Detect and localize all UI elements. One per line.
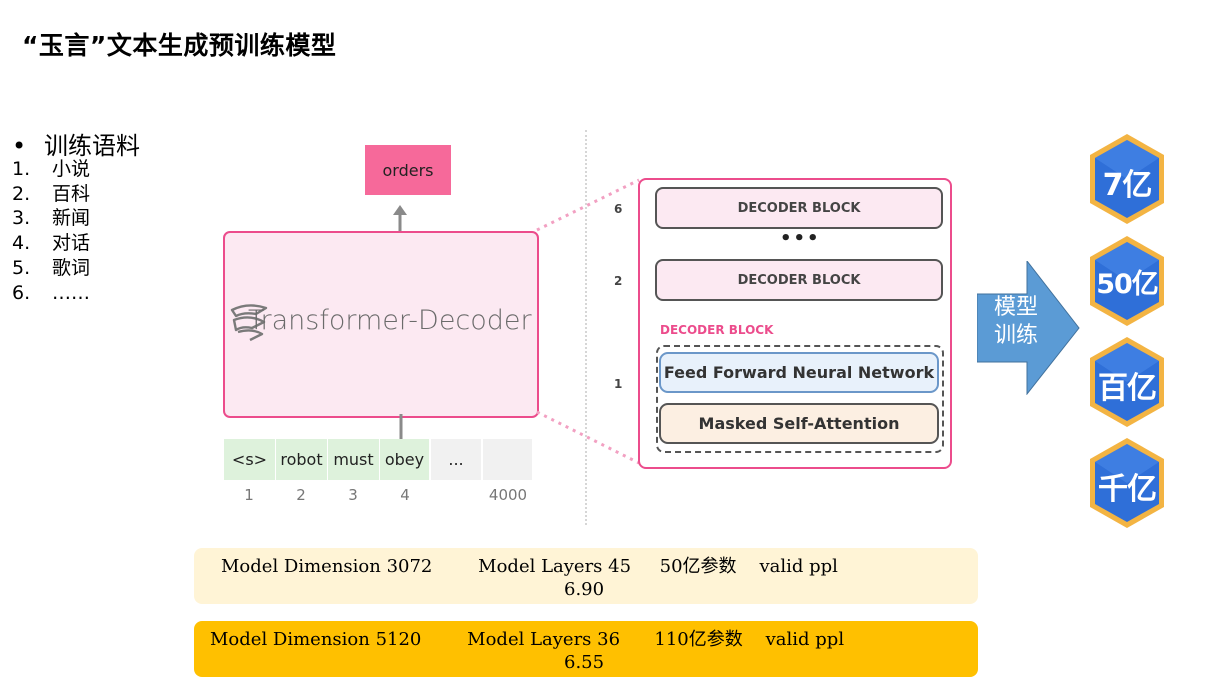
input-token — [483, 439, 532, 480]
up-arrow-icon — [393, 205, 407, 231]
token-position: 1 — [244, 486, 254, 504]
config-panel-11b: Model Dimension 5120 Model Layers 36 110… — [194, 621, 978, 677]
scale-badge: 千亿 — [1088, 437, 1166, 529]
corpus-item: 3. 新闻 — [12, 206, 90, 231]
transformer-decoder-box — [223, 231, 539, 418]
layer-number: 6 — [614, 202, 623, 216]
config-ppl-value: 6.90 — [564, 579, 605, 600]
input-token: <s> — [224, 439, 275, 480]
section-divider — [585, 130, 587, 525]
ffn-layer: Feed Forward Neural Network — [659, 352, 939, 393]
scale-badge: 百亿 — [1088, 336, 1166, 428]
corpus-heading-label: 训练语料 — [44, 132, 140, 160]
training-label-line: 训练 — [993, 323, 1038, 348]
input-token: must — [328, 439, 379, 480]
config-panel-5b: Model Dimension 3072 Model Layers 45 50亿… — [194, 548, 978, 604]
corpus-item-number: 2. — [12, 183, 31, 205]
scale-badge: 7亿 — [1088, 133, 1166, 225]
hexagon-badge-icon — [1090, 438, 1164, 528]
config-line: Model Dimension 5120 Model Layers 36 110… — [210, 629, 845, 650]
corpus-item-number: 3. — [12, 207, 31, 229]
page-title: “玉言”文本生成预训练模型 — [22, 31, 337, 60]
hexagon-badge-icon — [1090, 236, 1164, 326]
expanded-block-title: DECODER BLOCK — [660, 323, 774, 337]
config-line: Model Dimension 3072 Model Layers 45 50亿… — [221, 556, 838, 577]
transformer-logo-icon — [230, 304, 268, 342]
corpus-item: 2. 百科 — [12, 182, 90, 207]
input-token: obey — [380, 439, 429, 480]
corpus-item-label: 百科 — [52, 183, 91, 205]
scale-label: 50亿 — [1096, 269, 1159, 300]
corpus-heading: • 训练语料 — [12, 126, 140, 161]
scale-badge: 50亿 — [1088, 235, 1166, 327]
output-token-box: orders — [365, 145, 451, 195]
input-token: robot — [276, 439, 327, 480]
config-ppl-value: 6.55 — [564, 652, 605, 673]
input-connector-line — [399, 414, 403, 440]
layer-number: 1 — [614, 377, 623, 391]
token-position: 4 — [400, 486, 410, 504]
bullet-icon: • — [12, 132, 27, 160]
token-position: 2 — [296, 486, 306, 504]
token-position: 3 — [348, 486, 358, 504]
decoder-name: Transformer-Decoder — [248, 305, 532, 336]
corpus-item-number: 5. — [12, 257, 31, 279]
corpus-item: 5. 歌词 — [12, 256, 90, 281]
scale-label: 7亿 — [1102, 168, 1153, 203]
masked-attention-layer: Masked Self-Attention — [659, 403, 939, 444]
ellipsis-dots: ••• — [780, 228, 821, 249]
input-token: ... — [431, 439, 481, 480]
expanded-block-outline — [656, 345, 944, 453]
corpus-item-number: 6. — [12, 282, 31, 304]
training-arrow-label: 模型 训练 — [978, 294, 1054, 350]
corpus-item-label: 新闻 — [52, 207, 91, 229]
corpus-item-label: …… — [52, 282, 90, 304]
zoom-connector-lines — [536, 178, 640, 465]
decoder-block: DECODER BLOCK — [655, 187, 943, 229]
token-position: 4000 — [488, 486, 528, 504]
corpus-item-label: 对话 — [52, 232, 91, 254]
scale-label: 百亿 — [1098, 371, 1157, 406]
hexagon-badge-icon — [1090, 337, 1164, 427]
training-label-line: 模型 — [993, 295, 1038, 320]
corpus-item: 1. 小说 — [12, 157, 90, 182]
training-arrow-icon — [977, 261, 1080, 395]
decoder-block: DECODER BLOCK — [655, 259, 943, 301]
corpus-item-label: 歌词 — [52, 257, 91, 279]
layer-number: 2 — [614, 274, 623, 288]
corpus-item: 4. 对话 — [12, 231, 90, 256]
scale-label: 千亿 — [1098, 472, 1157, 507]
hexagon-badge-icon — [1090, 134, 1164, 224]
corpus-item-number: 4. — [12, 232, 31, 254]
corpus-item-label: 小说 — [52, 158, 91, 180]
corpus-item: 6. …… — [12, 281, 90, 306]
corpus-item-number: 1. — [12, 158, 31, 180]
